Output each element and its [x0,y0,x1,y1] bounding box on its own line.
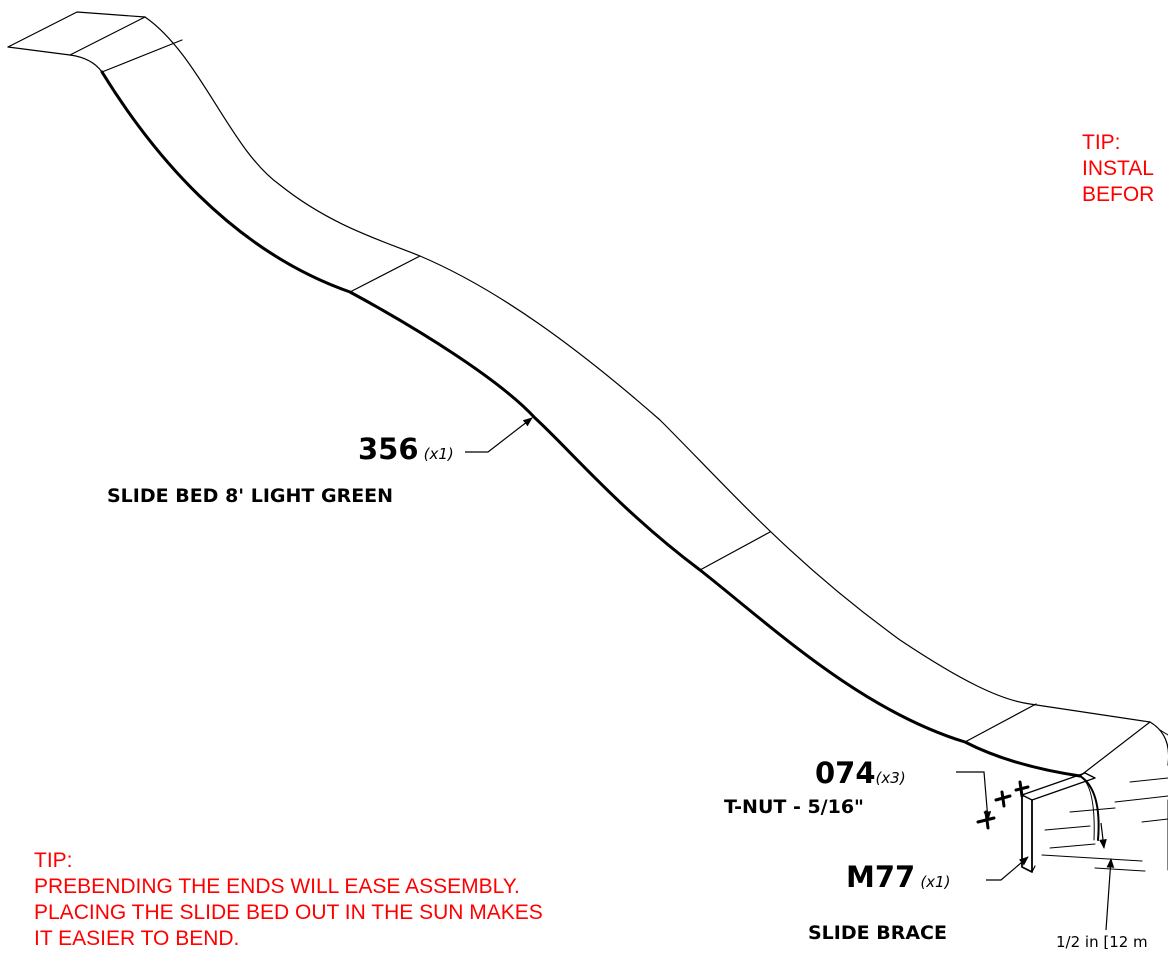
tip-heading: TIP: [34,849,73,872]
part-quantity: (x1) [920,873,951,891]
tip-line: PREBENDING THE ENDS WILL EASE ASSEMBLY. [34,875,520,898]
part-name: SLIDE BED 8' LIGHT GREEN [107,485,394,507]
leader-m77 [986,856,1029,881]
part-number: 356 [358,432,419,466]
part-number: 074 [815,756,876,790]
leader-lines [465,417,1115,931]
part-356-label: 356 (x1) [358,432,454,466]
tip-line: IT EASIER TO BEND. [34,927,240,950]
tip-line: PLACING THE SLIDE BED OUT IN THE SUN MAK… [34,901,543,924]
part-name: SLIDE BRACE [808,922,947,944]
tip-bottom-left: TIP: PREBENDING THE ENDS WILL EASE ASSEM… [34,848,543,952]
leader-074 [956,771,992,821]
part-number: M77 [846,860,916,894]
part-074-label: 074(x3) [815,756,906,790]
tip-line: BEFOR [1082,183,1155,206]
part-m77-label: M77 (x1) [846,860,950,894]
part-name: T-NUT - 5/16" [724,796,864,818]
tip-line: INSTAL [1082,157,1154,180]
part-quantity: (x3) [875,769,906,787]
dimension-label: 1/2 in [12 m [1056,933,1148,951]
slide-bed-drawing [7,11,1168,873]
tip-top-right: TIP: INSTAL BEFOR [1082,130,1154,208]
leader-dimension [1105,858,1115,931]
tip-heading: TIP: [1082,131,1121,154]
part-quantity: (x1) [423,445,454,463]
leader-356 [465,417,533,453]
